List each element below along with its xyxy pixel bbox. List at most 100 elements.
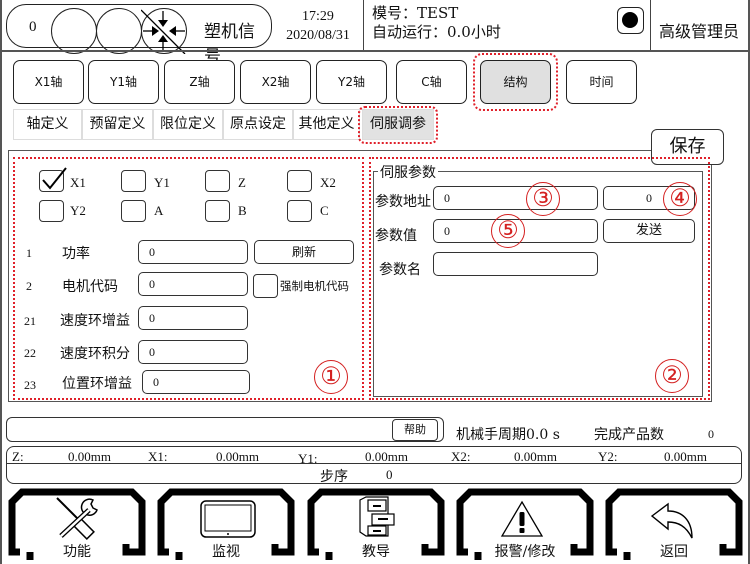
nav-alarm-modify[interactable]: 报警/修改: [456, 488, 594, 564]
param-input-position-loop-gain[interactable]: 0: [142, 370, 250, 394]
nav-bracket-frame: [605, 488, 743, 560]
nav-label: 返回: [660, 544, 688, 560]
checkbox-force-motor-code[interactable]: [253, 274, 278, 298]
highlight-zone-servo-params: [369, 157, 710, 400]
nav-monitor[interactable]: 监视: [157, 488, 295, 564]
checkbox-y2-label: Y2: [70, 203, 86, 218]
signal-counter: 0: [29, 19, 37, 35]
param-number: 23: [24, 378, 36, 392]
nav-label: 功能: [63, 544, 91, 560]
subtab-limit-define[interactable]: 限位定义: [153, 109, 223, 140]
pos-x1-label: X1:: [148, 449, 168, 464]
robot-cycle-time: 机械手周期0.0 s: [456, 427, 560, 443]
nav-return[interactable]: 返回: [605, 488, 743, 564]
header-divider: [0, 50, 750, 52]
pos-y2-label: Y2:: [598, 449, 618, 464]
checkbox-x1-label: X1: [70, 175, 86, 190]
pos-x1-value: 0.00mm: [216, 449, 259, 464]
step-value: 0: [386, 467, 393, 482]
mold-number: 模号：TEST: [372, 4, 459, 22]
param-name-input[interactable]: [433, 252, 598, 276]
param-input-speed-loop-integral[interactable]: 0: [138, 340, 248, 364]
status-led-icon: [617, 7, 644, 34]
checkbox-y1-label: Y1: [154, 175, 170, 190]
refresh-button[interactable]: 刷新: [254, 240, 354, 264]
user-level: 高级管理员: [659, 22, 740, 41]
checkbox-z-label: Z: [238, 175, 246, 190]
tab-x2-axis[interactable]: X2轴: [240, 60, 311, 104]
pos-z-label: Z:: [12, 449, 24, 464]
subtab-other-define[interactable]: 其他定义: [293, 109, 360, 140]
servo-params-group: [373, 171, 703, 397]
auto-run-time: 自动运行：0.0小时: [372, 23, 501, 41]
pos-x2-label: X2:: [451, 449, 471, 464]
highlight-zone-axis-params: [13, 157, 364, 400]
force-motor-code-label: 强制电机代码: [280, 279, 349, 293]
help-button[interactable]: 帮助: [392, 419, 438, 441]
tab-structure[interactable]: 结构: [480, 60, 551, 104]
pos-y2-value: 0.00mm: [664, 449, 707, 464]
checkbox-c[interactable]: [287, 200, 312, 222]
tab-y1-axis[interactable]: Y1轴: [88, 60, 159, 104]
step-label: 步序: [320, 469, 348, 485]
param-number: 21: [24, 314, 36, 328]
param-input-speed-loop-gain[interactable]: 0: [138, 306, 248, 330]
checkbox-x2[interactable]: [287, 170, 312, 192]
annotation-badge-4: ④: [663, 182, 697, 216]
mold-info: 模号：TEST 自动运行：0.0小时: [372, 4, 501, 42]
param-number: 22: [24, 346, 36, 360]
param-number: 2: [26, 279, 32, 293]
nav-teach[interactable]: 教导: [307, 488, 445, 564]
param-number: 1: [26, 246, 32, 260]
param-value-label: 参数值: [375, 228, 417, 244]
checkbox-x1[interactable]: [39, 167, 67, 192]
tab-c-axis[interactable]: C轴: [396, 60, 467, 104]
content-panel: [8, 150, 712, 402]
tab-time[interactable]: 时间: [566, 60, 637, 104]
nav-label: 教导: [362, 544, 390, 560]
monitor-icon: [200, 500, 256, 538]
param-label-speed-loop-integral: 速度环积分: [60, 346, 130, 362]
subtab-servo-tuning[interactable]: 伺服调参: [362, 109, 434, 140]
send-button[interactable]: 发送: [603, 219, 695, 243]
user-panel[interactable]: 高级管理员: [650, 0, 750, 52]
param-label-speed-loop-gain: 速度环增益: [60, 313, 130, 329]
checkbox-z[interactable]: [205, 170, 230, 192]
pos-z-value: 0.00mm: [68, 449, 111, 464]
tab-y2-axis[interactable]: Y2轴: [316, 60, 387, 104]
tab-z-axis[interactable]: Z轴: [164, 60, 235, 104]
checkbox-y1[interactable]: [121, 170, 146, 192]
checkbox-c-label: C: [320, 203, 329, 218]
signal-indicator-2: [96, 8, 142, 54]
nav-bracket-frame: [456, 488, 594, 560]
param-input-motor-code[interactable]: 0: [138, 272, 248, 296]
subtab-origin-setting[interactable]: 原点设定: [223, 109, 293, 140]
annotation-badge-1: ①: [314, 360, 348, 394]
warning-icon: [500, 500, 544, 537]
save-button[interactable]: 保存: [651, 129, 724, 165]
finished-products-count: 0: [708, 427, 714, 441]
nav-bracket-frame: [157, 488, 295, 560]
param-address-input[interactable]: 0: [433, 186, 598, 210]
pos-y1-label: Y1:: [298, 451, 318, 466]
highlight-servo-subtab: [358, 106, 438, 144]
nav-function[interactable]: 功能: [8, 488, 146, 564]
tab-x1-axis[interactable]: X1轴: [13, 60, 84, 104]
datetime-panel: 17:29 2020/08/31: [272, 0, 364, 50]
checkbox-b[interactable]: [205, 200, 230, 222]
machine-signal-panel: 0 塑机信号: [6, 4, 272, 67]
subtab-reserved-define[interactable]: 预留定义: [82, 109, 153, 140]
nav-label: 监视: [212, 544, 240, 560]
param-input-power[interactable]: 0: [138, 240, 248, 264]
pos-x2-value: 0.00mm: [514, 449, 557, 464]
annotation-badge-5: ⑤: [491, 214, 525, 248]
subtab-axis-define[interactable]: 轴定义: [13, 109, 82, 140]
nav-bracket-frame: [8, 488, 146, 560]
checkbox-a[interactable]: [121, 200, 146, 222]
checkbox-y2[interactable]: [39, 200, 64, 222]
file-cabinet-icon: [359, 496, 395, 537]
param-label-power: 功率: [62, 246, 90, 262]
mold-clamp-signal-icon: [141, 8, 187, 54]
param-label-position-loop-gain: 位置环增益: [62, 376, 132, 392]
